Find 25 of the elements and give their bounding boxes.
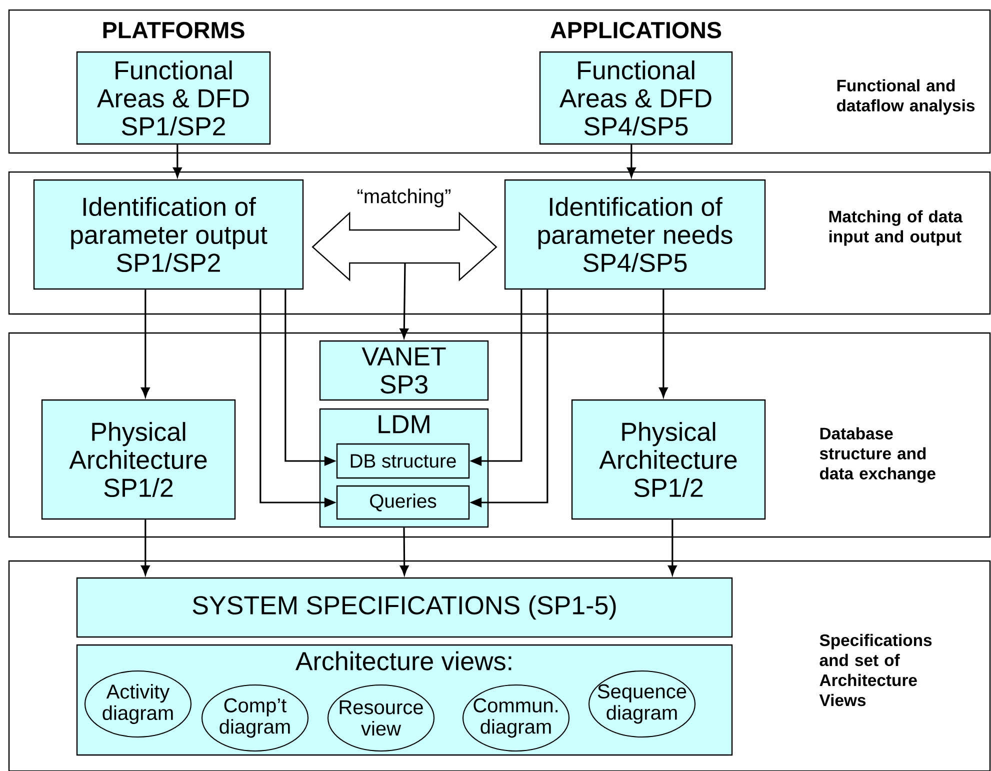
process-box: Identification of parameter needs SP4/SP5: [504, 179, 766, 290]
process-box: Queries: [336, 485, 470, 520]
column-heading: APPLICATIONS: [550, 22, 722, 38]
arrow: [659, 290, 668, 398]
arrow: [173, 144, 182, 178]
edge-label: “matching”: [355, 187, 453, 209]
arrow: [141, 290, 150, 398]
arrow: [141, 520, 150, 576]
arrow: [400, 263, 408, 338]
arrow: [470, 290, 522, 466]
column-heading: PLATFORMS: [103, 22, 244, 38]
process-box: Functional Areas & DFD SP1/SP2: [76, 51, 271, 145]
arrow: [260, 290, 336, 508]
arrow: [668, 520, 677, 576]
process-box: Physical Architecture SP1/2: [571, 399, 766, 520]
arrow: [627, 144, 636, 178]
arrow: [400, 528, 409, 576]
process-box: Physical Architecture SP1/2: [41, 399, 236, 520]
process-box: Functional Areas & DFD SP4/SP5: [539, 51, 733, 145]
arrow: [470, 290, 548, 508]
process-box: Identification of parameter output SP1/SP2: [33, 179, 304, 290]
process-box: SYSTEM SPECIFICATIONS (SP1-5): [76, 577, 733, 638]
arrow: [284, 290, 336, 466]
process-box: DB structure: [336, 443, 470, 479]
process-box: VANET SP3: [319, 340, 489, 401]
